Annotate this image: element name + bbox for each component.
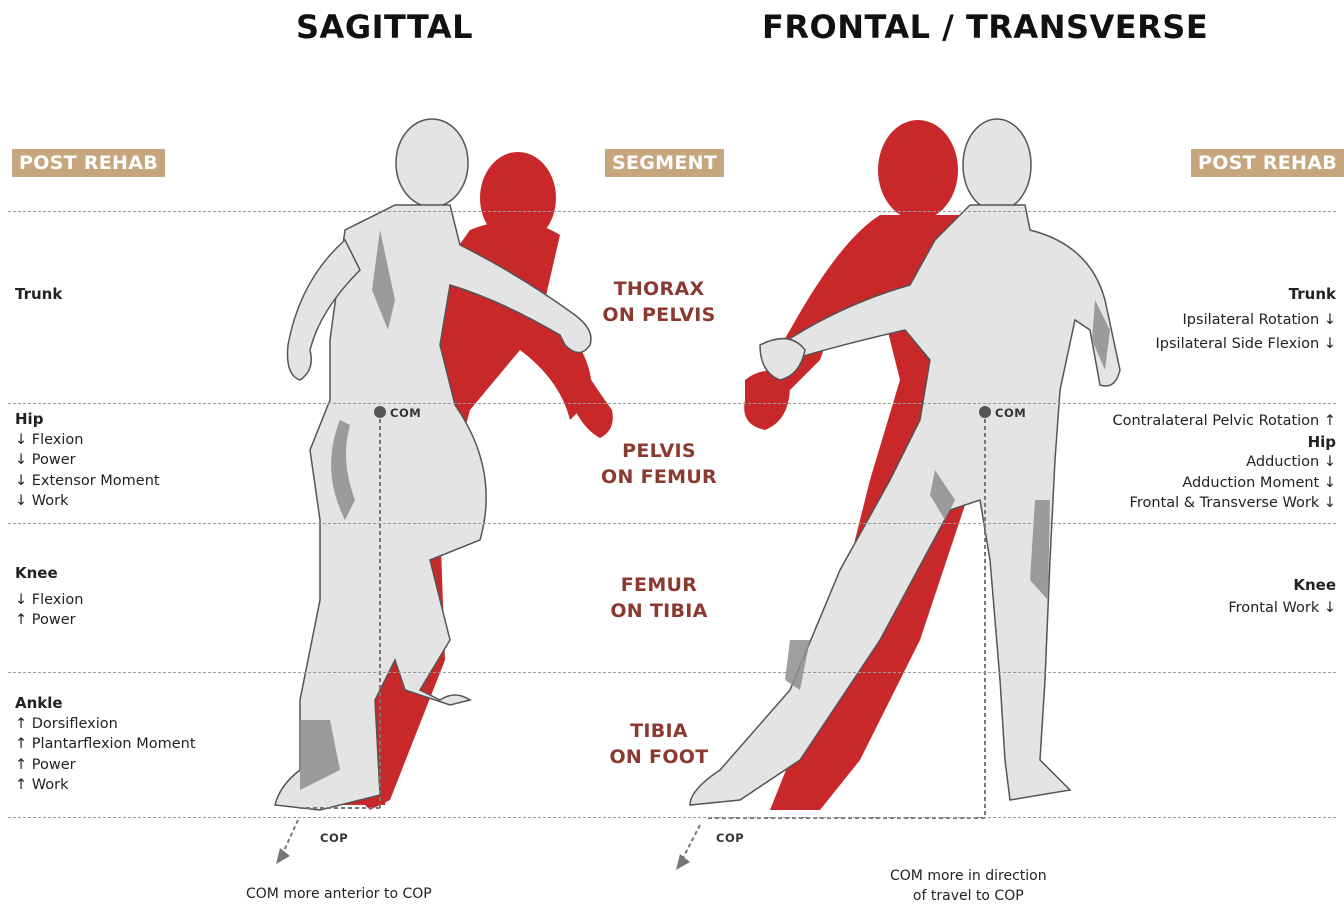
left-ankle-title: Ankle xyxy=(15,693,196,714)
left-hip-title: Hip xyxy=(15,409,160,430)
cop-label-left: COP xyxy=(320,831,348,845)
right-trunk-item: Ipsilateral Side Flexion ↓ xyxy=(1156,334,1337,355)
left-hip-item: ↓ Power xyxy=(15,450,160,471)
left-hip-item: ↓ Flexion xyxy=(15,430,160,451)
left-knee: Knee ↓ Flexion ↑ Power xyxy=(15,563,83,631)
com-label-right: COM xyxy=(995,406,1026,420)
tag-post-rehab-right: POST REHAB xyxy=(1191,149,1344,177)
left-ankle-item: ↑ Work xyxy=(15,775,196,796)
caption-right-line: of travel to COP xyxy=(890,886,1047,906)
left-trunk: Trunk xyxy=(15,284,62,305)
left-knee-item: ↑ Power xyxy=(15,610,83,631)
divider-5 xyxy=(8,817,1336,818)
left-ankle-item: ↑ Power xyxy=(15,755,196,776)
tag-post-rehab-left: POST REHAB xyxy=(12,149,165,177)
right-trunk-title: Trunk xyxy=(1156,284,1337,305)
left-hip-item: ↓ Extensor Moment xyxy=(15,471,160,492)
left-trunk-title: Trunk xyxy=(15,284,62,305)
caption-right: COM more in direction of travel to COP xyxy=(890,866,1047,906)
cop-label-right: COP xyxy=(716,831,744,845)
left-ankle: Ankle ↑ Dorsiflexion ↑ Plantarflexion Mo… xyxy=(15,693,196,796)
heading-sagittal: SAGITTAL xyxy=(296,8,473,46)
left-ankle-item: ↑ Plantarflexion Moment xyxy=(15,734,196,755)
divider-4 xyxy=(8,672,1336,673)
left-ankle-item: ↑ Dorsiflexion xyxy=(15,714,196,735)
caption-right-line: COM more in direction xyxy=(890,866,1047,886)
right-hip-item: Adduction Moment ↓ xyxy=(1113,473,1337,494)
heading-frontal-transverse: FRONTAL / TRANSVERSE xyxy=(762,8,1208,46)
right-knee-title: Knee xyxy=(1228,575,1336,596)
left-knee-item: ↓ Flexion xyxy=(15,590,83,611)
left-knee-title: Knee xyxy=(15,563,83,584)
divider-1 xyxy=(8,211,1336,212)
cop-arrowheads xyxy=(276,848,690,870)
segment-line: TIBIA xyxy=(559,718,759,744)
right-pelvic-rotation: Contralateral Pelvic Rotation ↑ xyxy=(1113,411,1337,432)
segment-line: PELVIS xyxy=(559,438,759,464)
divider-2 xyxy=(8,403,1336,404)
right-hip-title: Hip xyxy=(1113,432,1337,453)
right-hip-item: Frontal & Transverse Work ↓ xyxy=(1113,493,1337,514)
segment-line: FEMUR xyxy=(559,572,759,598)
com-label-left: COM xyxy=(390,406,421,420)
segment-line: ON TIBIA xyxy=(559,598,759,624)
left-hip-item: ↓ Work xyxy=(15,491,160,512)
right-hip-item: Adduction ↓ xyxy=(1113,452,1337,473)
right-hip: Contralateral Pelvic Rotation ↑ Hip Addu… xyxy=(1113,411,1337,514)
right-knee-item: Frontal Work ↓ xyxy=(1228,598,1336,619)
segment-thorax-on-pelvis: THORAX ON PELVIS xyxy=(559,276,759,328)
segment-line: ON FOOT xyxy=(559,744,759,770)
left-hip: Hip ↓ Flexion ↓ Power ↓ Extensor Moment … xyxy=(15,409,160,512)
segment-tibia-on-foot: TIBIA ON FOOT xyxy=(559,718,759,770)
segment-femur-on-tibia: FEMUR ON TIBIA xyxy=(559,572,759,624)
caption-left: COM more anterior to COP xyxy=(246,884,432,904)
divider-3 xyxy=(8,523,1336,524)
segment-pelvis-on-femur: PELVIS ON FEMUR xyxy=(559,438,759,490)
right-knee: Knee Frontal Work ↓ xyxy=(1228,575,1336,618)
tag-segment: SEGMENT xyxy=(605,149,724,177)
right-trunk-item: Ipsilateral Rotation ↓ xyxy=(1156,310,1337,331)
segment-line: ON PELVIS xyxy=(559,302,759,328)
right-trunk: Trunk Ipsilateral Rotation ↓ Ipsilateral… xyxy=(1156,284,1337,355)
segment-line: ON FEMUR xyxy=(559,464,759,490)
segment-line: THORAX xyxy=(559,276,759,302)
